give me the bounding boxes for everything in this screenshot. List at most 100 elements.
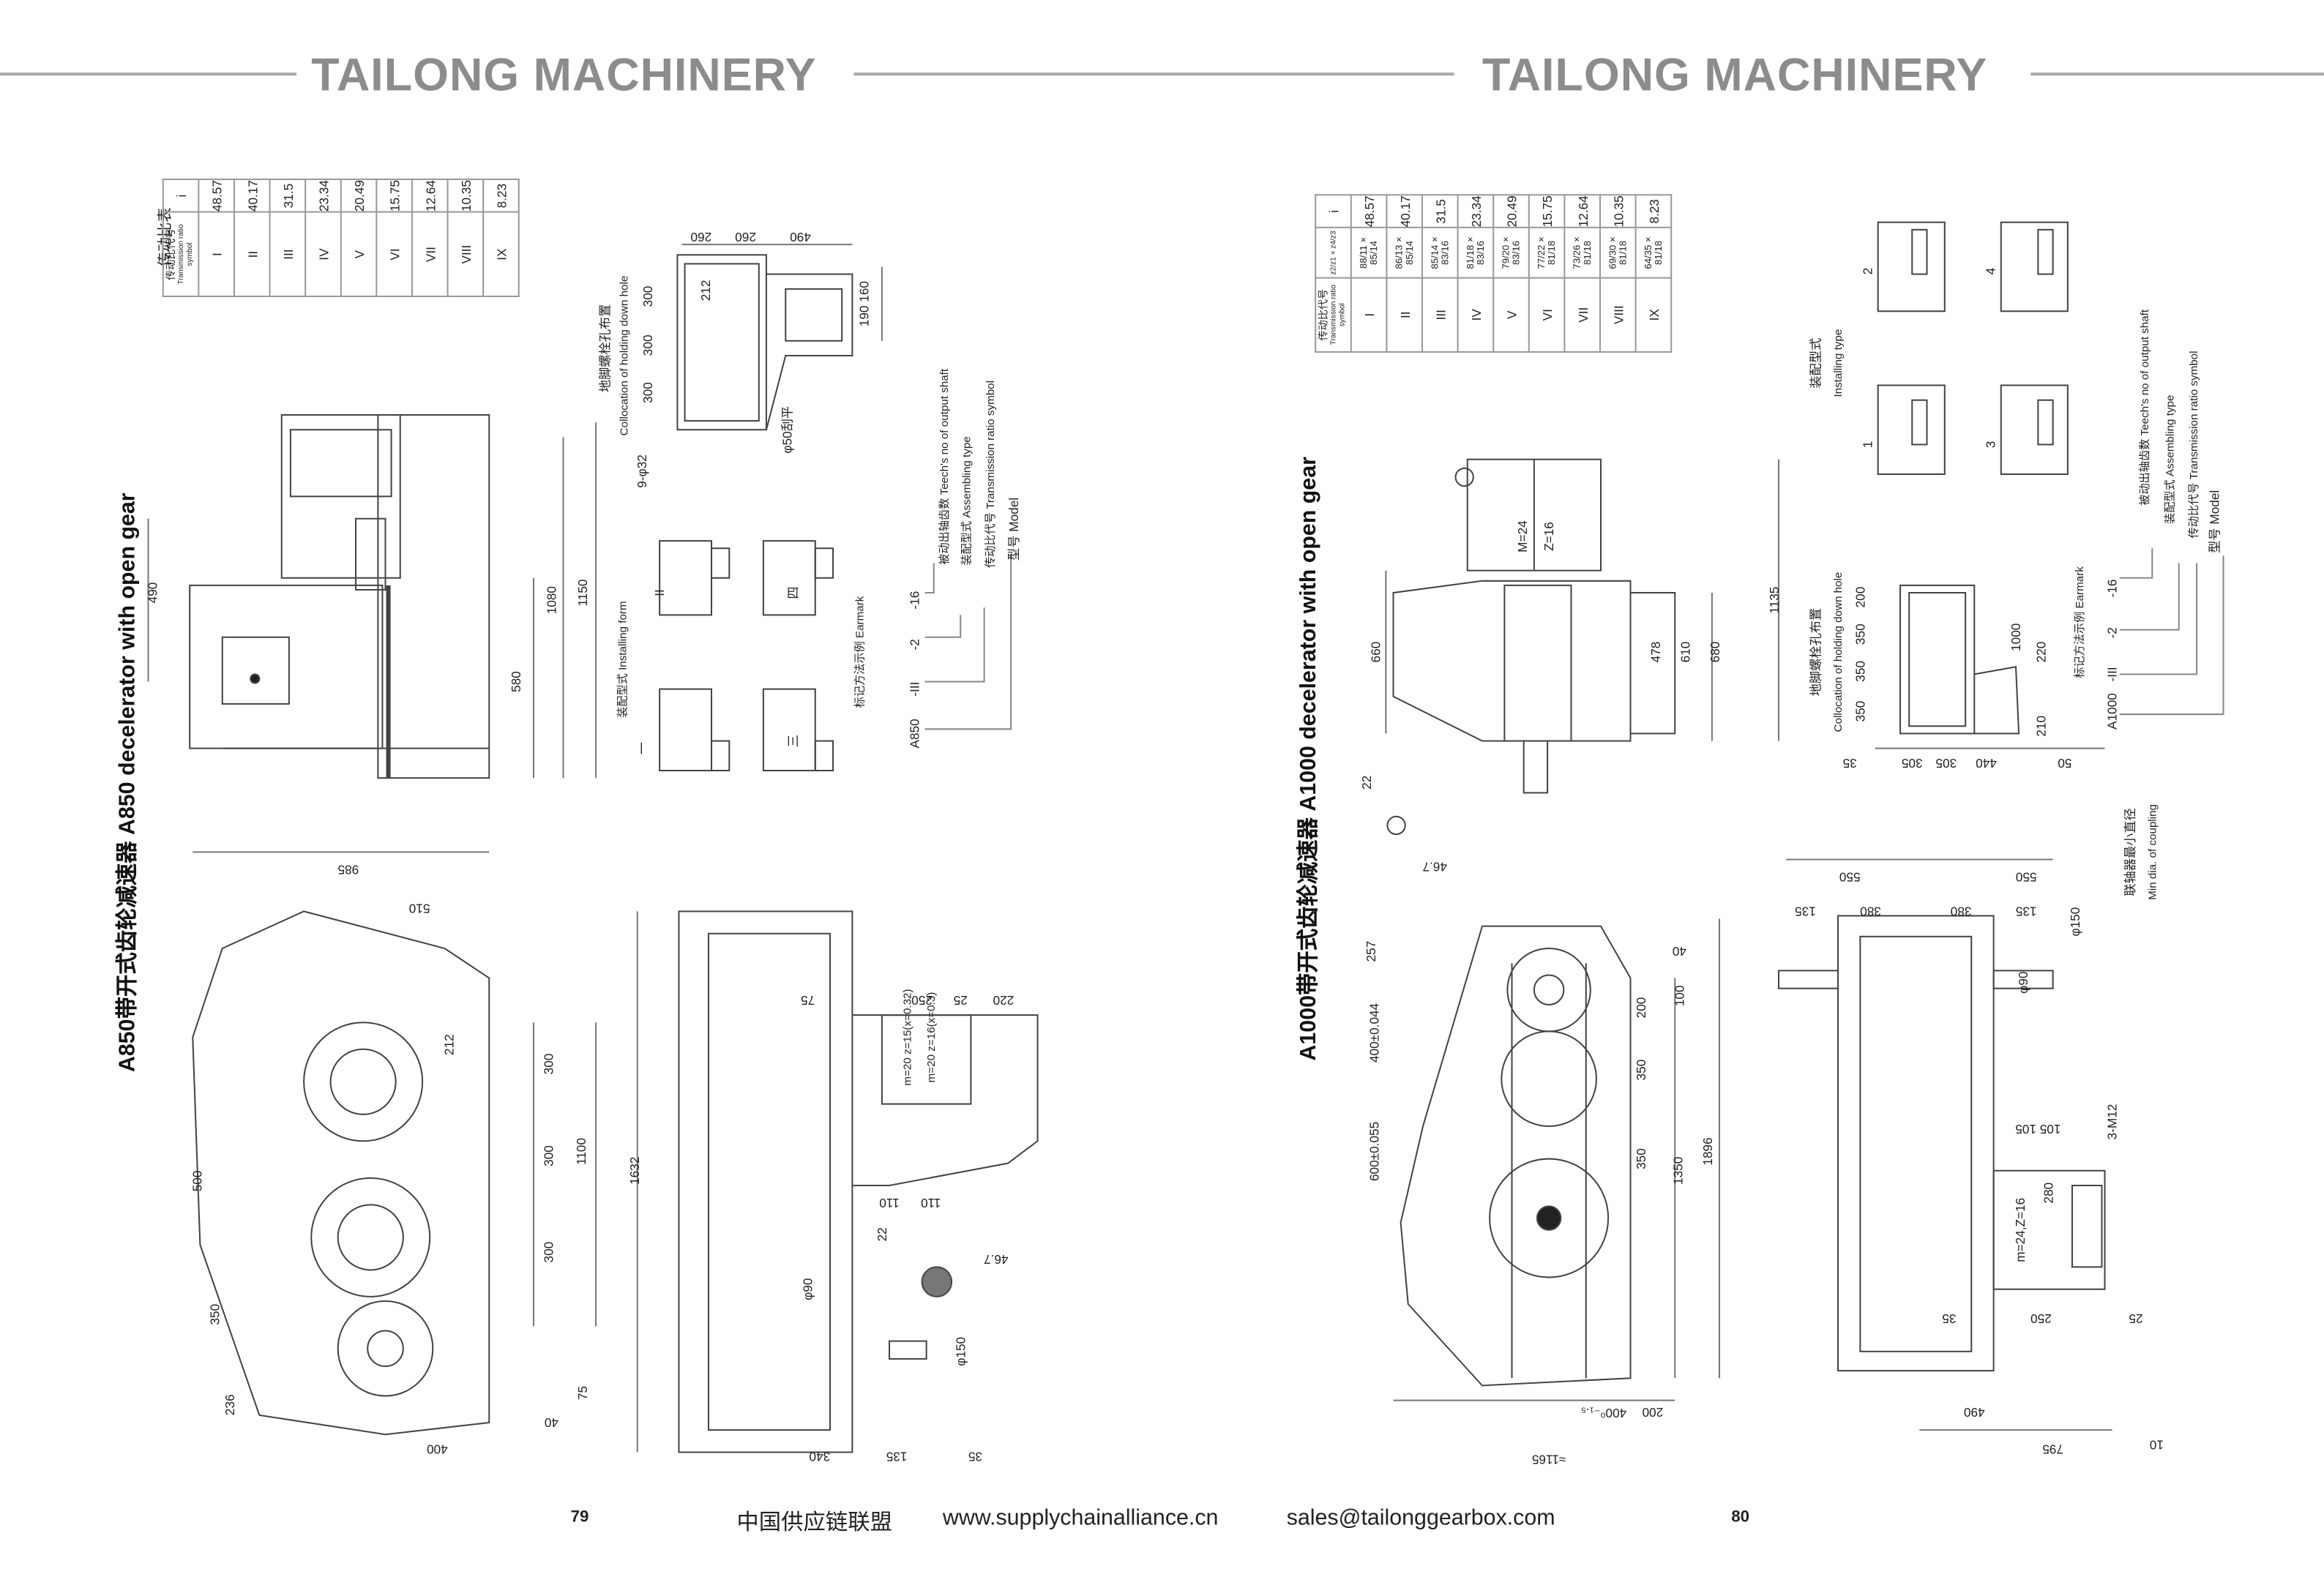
a850-label: -III [907,681,922,697]
ratio-value: 23.34 [1457,195,1494,228]
i-header: i [162,179,199,213]
a1000-label: 地脚螺栓孔布置 [1808,607,1823,697]
a850-label: 标记方法示例 Earmark [853,596,867,708]
a1000-label: 4 [1983,267,1998,275]
ratio-value: 8.23 [483,179,519,213]
ratio-symbol: VI [1528,277,1565,352]
a1000-label: 1350 [1670,1156,1686,1185]
a1000-label: Min dia. of coupling [2145,804,2159,900]
header-rule-right [2030,72,2324,76]
a1000-label: 380 [1860,904,1881,919]
a1000-label: 600±0.055 [1367,1121,1382,1182]
ratio-value: 10.35 [1599,195,1636,228]
gear-teeth: 77/22 × 81/18 [1528,228,1565,278]
footer-website[interactable]: www.supplychainalliance.cn [942,1505,1219,1531]
a1000-label: -2 [2104,627,2120,639]
ratio-value: 15.75 [376,179,412,213]
a850-label: 400 [427,1442,448,1457]
a850-label: 350 [207,1303,223,1325]
header-rule-middle [853,72,1454,76]
a1000-label: -16 [2104,579,2120,598]
a1000-label: Z=16 [1542,522,1557,551]
ratio-symbol: III [1421,277,1458,352]
header-rule-left [0,72,297,76]
a1000-label: 装配型式 [1808,337,1823,389]
gear-teeth: 81/18 × 83/16 [1457,228,1494,278]
a850-front-view-drawing [192,851,597,1436]
ratio-symbol: V [340,212,377,297]
a1000-label: 1135 [1766,586,1782,614]
gear-teeth: 64/35 × 81/18 [1635,228,1672,278]
brand-title-right: TAILONG MACHINERY [1482,48,1988,101]
symbol-header-en: Transmission ratio symbol [176,224,195,285]
a850-label: 25 [953,992,968,1008]
a850-label: 212 [698,280,714,301]
a850-label: 9-φ32 [634,454,649,488]
a850-label: Collocation of holding down hole [617,275,631,436]
a1000-label: φ150 [2067,907,2083,937]
a850-label: 260 [690,229,712,245]
a1000-plan-view-drawing [1777,858,2112,1431]
ratio-symbol: IV [305,212,341,297]
a850-label: A850 [907,719,922,749]
ratio-symbol: V [1493,277,1529,352]
a850-plan-view-drawing [636,910,1039,1453]
gear-teeth: 73/26 × 81/18 [1564,228,1600,278]
a850-label: φ90 [800,1278,815,1300]
gear-teeth: 85/14 × 83/16 [1421,228,1458,278]
a1000-label: 135 [1795,904,1816,919]
footer-email[interactable]: sales@tailonggearbox.com [1286,1505,1555,1531]
a850-label: 一 [634,742,649,755]
a850-side-view-drawing [147,413,597,779]
a850-label: 装配型式 Assembling type [960,436,974,566]
i-header: i [1315,195,1351,228]
a850-label: 被动出轴齿数 Teech's no of output shaft [937,368,952,565]
ratio-symbol: VI [376,212,412,297]
page-number-right: 80 [1731,1508,1750,1527]
a850-label: 1150 [575,579,590,607]
a850-label: 三 [785,734,801,748]
a850-label: 22 [874,1227,889,1242]
ratio-value: 40.17 [233,179,270,213]
a850-installing-form-diagrams [659,540,834,772]
a1000-label: 350 [1853,700,1868,722]
ratio-symbol: I [1350,277,1387,352]
a1000-label: 220 [2033,641,2049,663]
a1000-label: 105 105 [2015,1121,2061,1137]
ratio-value: 12.64 [1564,195,1600,228]
a1000-side-view-drawing [1385,458,1780,836]
a1000-label: 1896 [1700,1137,1715,1166]
a1000-label: 478 [1648,641,1664,663]
a850-label: II [652,589,668,596]
symbol-header-en: Transmission ratio symbol [1329,285,1347,345]
a1000-label: 型号 Model [2207,490,2222,553]
a1000-label: 257 [1364,940,1379,962]
a850-label: 地脚螺栓孔布置 [597,304,613,393]
ratio-value: 23.34 [305,179,341,213]
a850-earmark-leaders [924,555,1012,730]
brand-title-left: TAILONG MACHINERY [311,48,817,101]
a1000-label: 610 [1678,641,1693,663]
a850-label: 110 [879,1196,900,1211]
a1000-label: 35 [1942,1311,1957,1327]
ratio-value: 31.5 [1421,195,1458,228]
a850-label: 500 [190,1170,205,1192]
a850-label: 1632 [627,1156,642,1185]
a1000-label: 400±0.044 [1367,1003,1382,1063]
ratio-symbol: IV [1457,277,1494,352]
a1000-label: 35 [1842,755,1857,771]
symbol-header-cn: 传动比代号 [165,228,176,281]
a1000-label: 3 [1983,441,1998,449]
a850-label: 46.7 [984,1252,1009,1267]
a1000-label: 380 [1950,904,1972,919]
